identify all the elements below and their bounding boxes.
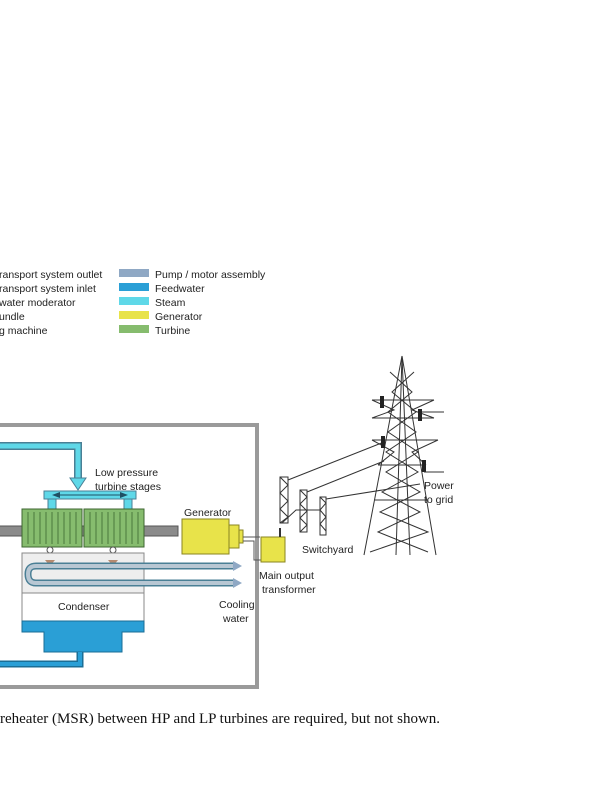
legend-swatch-pump — [119, 269, 149, 277]
legend-item-2: ransport system inlet — [0, 283, 96, 295]
turbine-hall-frame — [0, 423, 259, 689]
legend-label-turbine: Turbine — [155, 325, 190, 337]
cooling-arrow-icon — [233, 561, 242, 571]
arrow-left-icon — [52, 492, 60, 498]
legend-label-pump: Pump / motor assembly — [155, 269, 266, 281]
legend-label-generator: Generator — [155, 311, 203, 323]
legend-swatch-turbine — [119, 325, 149, 333]
generator — [181, 518, 262, 561]
arrow-right-icon — [120, 492, 128, 498]
transmission-tower — [363, 355, 439, 556]
low-pressure-label-line2: turbine stages — [95, 481, 161, 493]
legend-item-1: ransport system outlet — [0, 269, 102, 281]
legend: ransport system outlet ransport system i… — [0, 269, 266, 337]
main-output-transformer — [260, 536, 286, 563]
cooling-water-label-line1: Cooling — [219, 599, 255, 611]
legend-swatch-feedwater — [119, 283, 149, 291]
condenser: Condenser — [0, 552, 242, 668]
low-pressure-turbines — [0, 508, 179, 554]
legend-label-steam: Steam — [155, 297, 186, 309]
power-to-grid-line1: Power — [424, 480, 454, 492]
legend-swatch-steam — [119, 297, 149, 305]
main-output-transformer-line1: Main output — [259, 570, 314, 582]
generator-label: Generator — [184, 507, 232, 519]
cooling-water-label-line2: water — [222, 613, 249, 625]
cooling-arrow-icon-2 — [233, 578, 242, 588]
legend-item-4: undle — [0, 311, 25, 323]
legend-item-3: water moderator — [0, 297, 76, 309]
legend-swatch-generator — [119, 311, 149, 319]
generator-body — [181, 518, 230, 555]
power-to-grid-line2: to grid — [424, 494, 453, 506]
switchyard — [279, 441, 421, 536]
legend-label-feedwater: Feedwater — [155, 283, 205, 295]
grid-lines — [422, 411, 444, 473]
low-pressure-label-line1: Low pressure — [95, 467, 158, 479]
steam-arrow-icon — [69, 477, 87, 491]
insulators — [380, 396, 426, 472]
condenser-label: Condenser — [58, 601, 110, 613]
legend-item-5: g machine — [0, 325, 48, 337]
switchyard-label: Switchyard — [302, 544, 354, 556]
caption: reheater (MSR) between HP and LP turbine… — [0, 711, 441, 727]
main-output-transformer-line2: transformer — [262, 584, 316, 596]
